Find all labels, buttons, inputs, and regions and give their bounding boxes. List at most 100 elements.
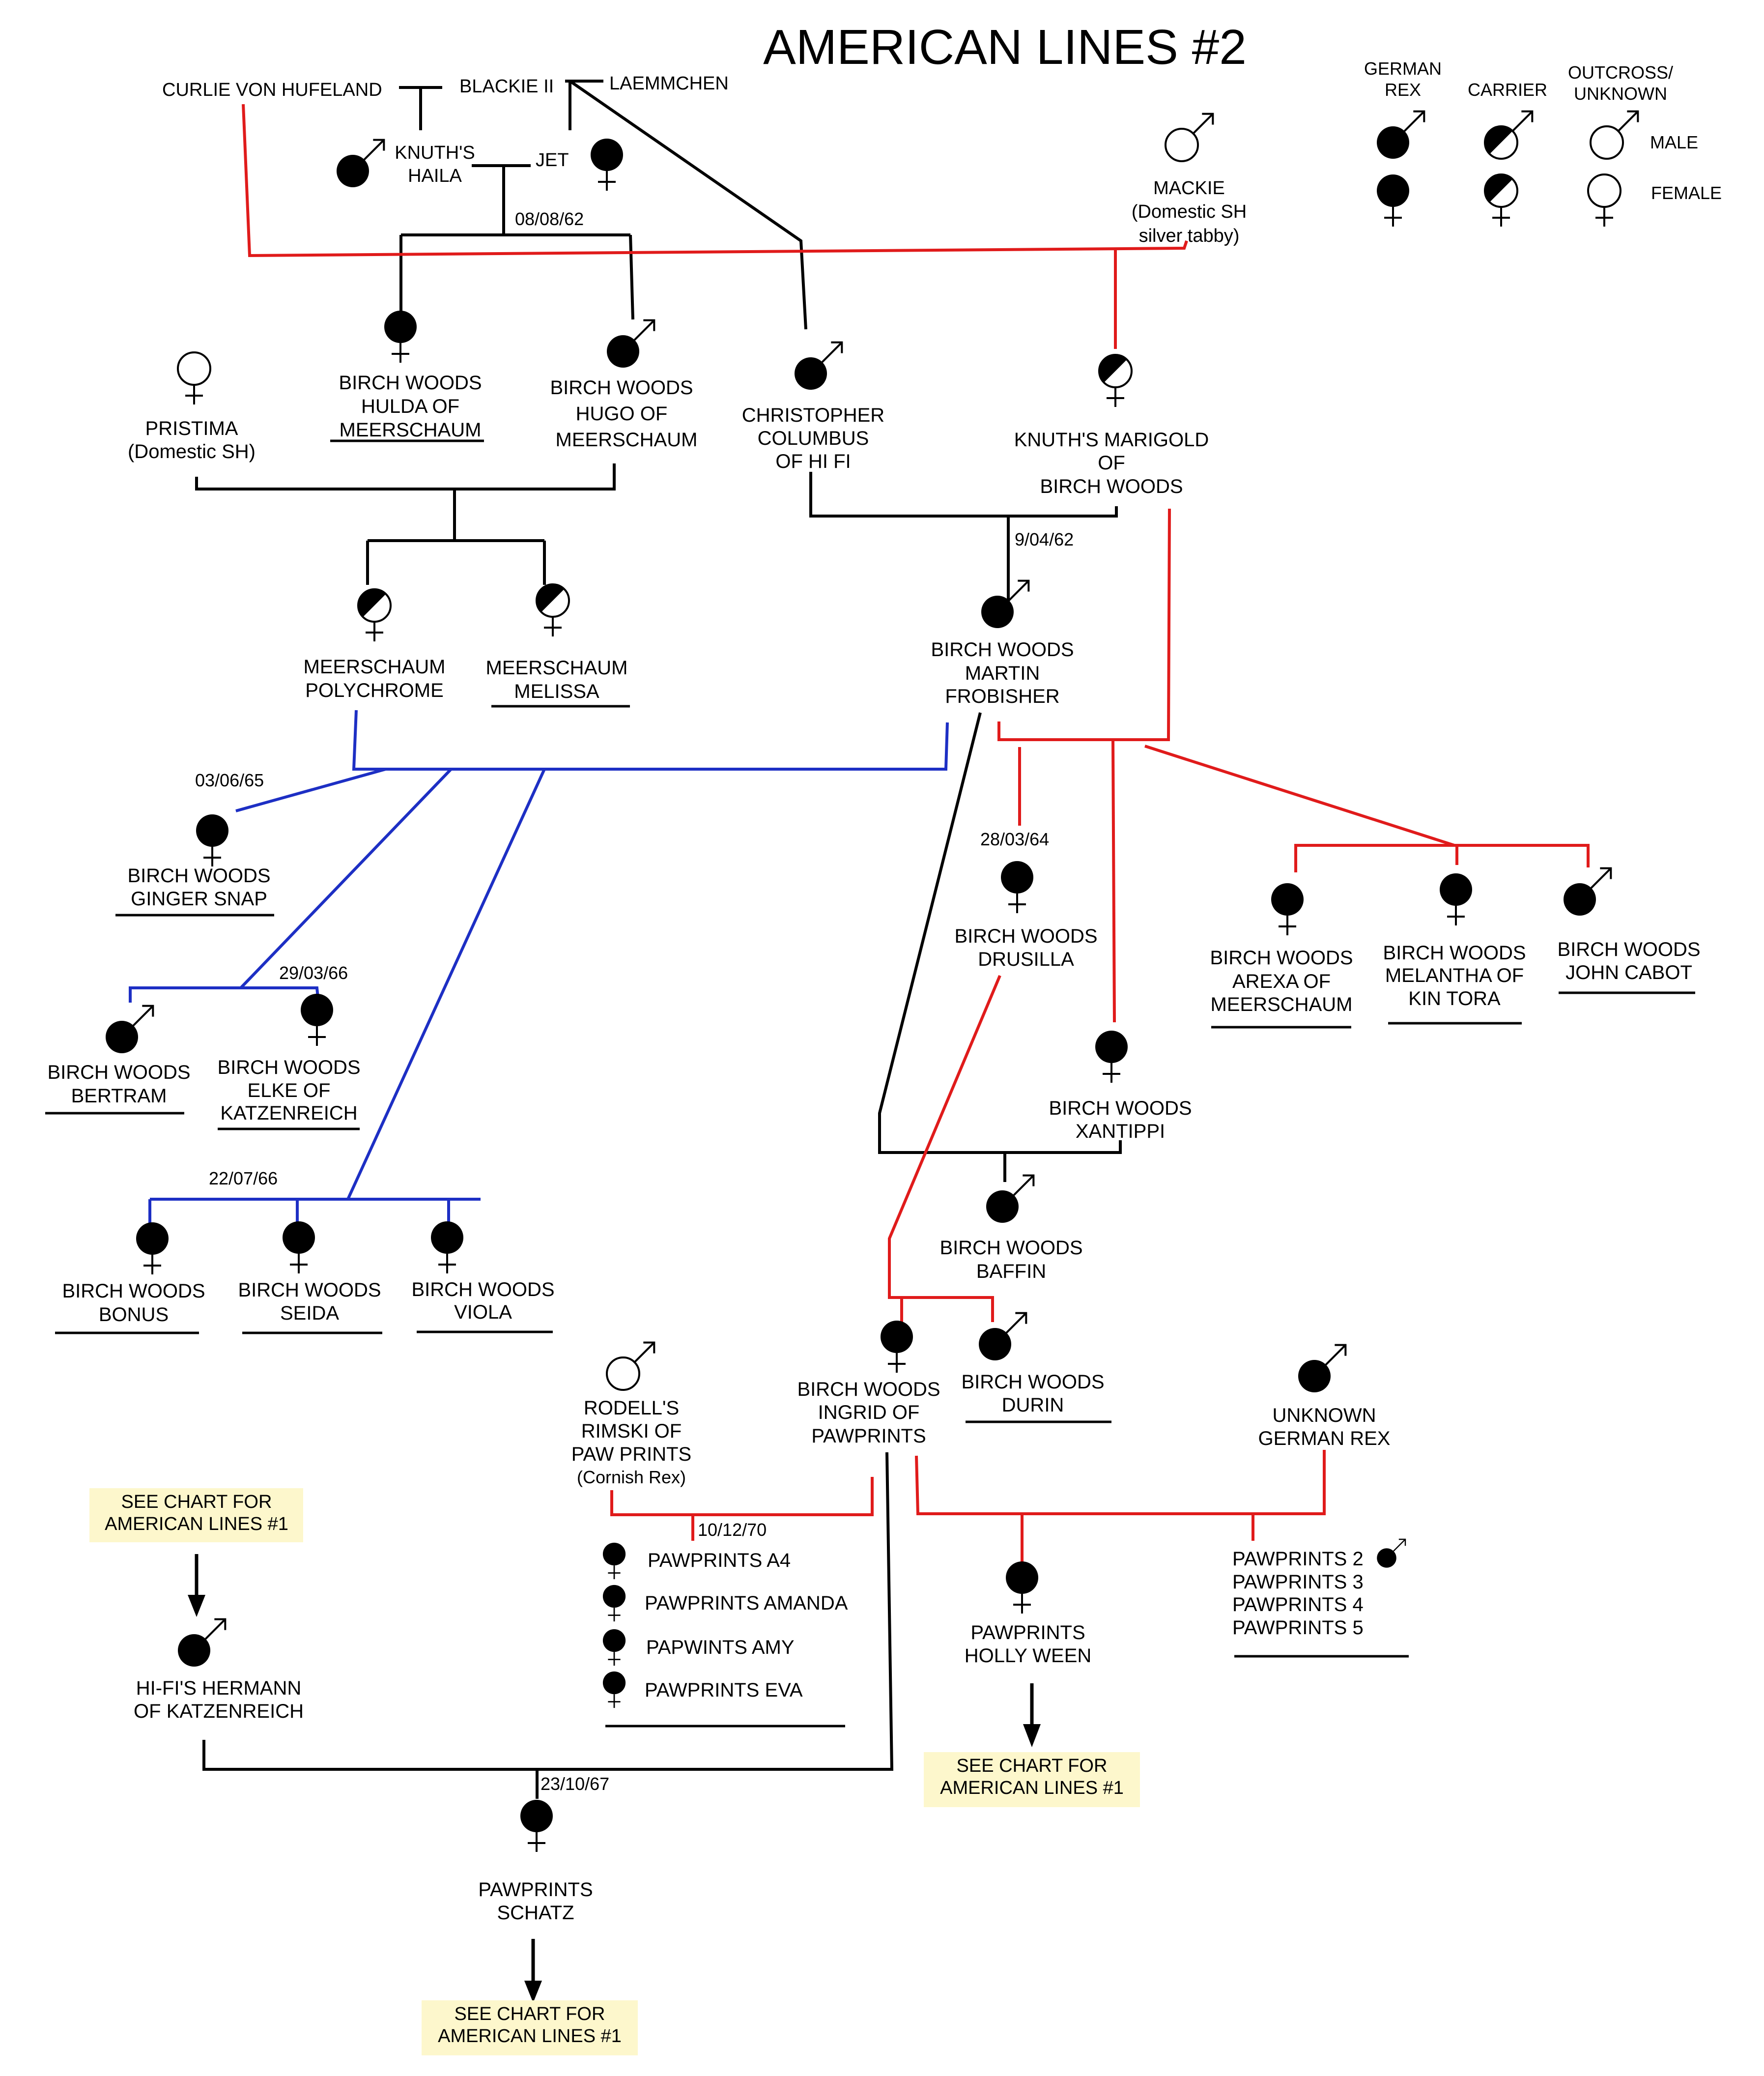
cat-name: RIMSKI OF	[581, 1420, 682, 1442]
cat-name: BONUS	[99, 1304, 169, 1326]
cat-name: BAFFIN	[976, 1261, 1046, 1282]
legend-german-rex-1: GERMAN	[1364, 58, 1442, 79]
cat-name: AREXA OF	[1232, 971, 1331, 992]
cat-name: BIRCH WOODS	[1049, 1097, 1192, 1119]
cat-name: CHRISTOPHER	[742, 404, 884, 426]
cat-name: PAWPRINTS	[970, 1622, 1085, 1644]
cat-name: BLACKIE II	[459, 76, 554, 97]
cat-name: BIRCH WOODS	[1557, 939, 1700, 960]
legend-male: MALE	[1650, 132, 1698, 152]
female-symbol-icon	[1440, 873, 1472, 925]
cat-name: (Domestic SH)	[128, 441, 256, 462]
cat-name: HI-FI'S HERMANN	[136, 1677, 302, 1699]
cat-name: BIRCH WOODS	[797, 1379, 940, 1400]
cat-name: SEIDA	[280, 1302, 339, 1324]
female-symbol-icon	[357, 588, 392, 641]
litter-item: PAWPRINTS 5	[1232, 1617, 1364, 1639]
cat-name: (Domestic SH	[1132, 202, 1247, 222]
female-symbol-icon	[602, 1542, 626, 1580]
male-symbol-icon	[986, 1174, 1035, 1223]
female-symbol-icon	[431, 1221, 463, 1273]
male-symbol-icon	[178, 1618, 227, 1667]
female-symbol-icon	[1095, 1031, 1128, 1083]
male-symbol-icon	[1165, 113, 1214, 162]
litter-date: 29/03/66	[279, 963, 348, 983]
note-line-2: AMERICAN LINES #1	[940, 1778, 1124, 1798]
arrows	[188, 1554, 1041, 2003]
litter-item: PAWPRINTS A4	[648, 1550, 791, 1571]
cat-name: PAW PRINTS	[571, 1443, 691, 1465]
cat-name: GINGER SNAP	[131, 888, 267, 910]
cat-name: BIRCH WOODS	[961, 1371, 1104, 1393]
cat-name: GERMAN REX	[1258, 1428, 1391, 1449]
cat-name: HOLLY WEEN	[965, 1645, 1092, 1667]
note-line-1: SEE CHART FOR	[121, 1492, 272, 1512]
female-symbol-icon	[1271, 883, 1304, 935]
litter-item: PAWPRINTS EVA	[645, 1679, 803, 1701]
cat-name: MEERSCHAUM	[486, 657, 628, 679]
underlines	[45, 439, 1695, 1728]
male-symbol-icon	[795, 341, 843, 390]
cat-name: BIRCH WOODS	[550, 377, 693, 399]
male-symbol-icon	[1377, 110, 1425, 159]
note-line-2: AMERICAN LINES #1	[438, 2026, 622, 2047]
cat-name: KIN TORA	[1408, 988, 1501, 1009]
female-symbol-icon	[881, 1321, 913, 1373]
female-symbol-icon	[177, 351, 211, 404]
cat-name: OF	[1098, 452, 1125, 474]
cat-name: MEERSCHAUM	[556, 429, 698, 451]
cat-name: silver tabby)	[1139, 226, 1240, 246]
chart-title: AMERICAN LINES #2	[763, 20, 1247, 75]
cat-name: XANTIPPI	[1076, 1121, 1165, 1142]
male-symbol-icon	[1298, 1344, 1347, 1392]
legend-outcross-2: UNKNOWN	[1574, 84, 1667, 104]
cat-name: HUGO OF	[576, 403, 668, 425]
red-lines	[242, 104, 1590, 1563]
cat-name: PAWPRINTS	[811, 1425, 926, 1447]
cat-name: BIRCH WOODS	[62, 1280, 205, 1302]
female-symbol-icon	[602, 1585, 626, 1622]
cat-name: HAILA	[408, 166, 462, 186]
cat-name: OF HI FI	[775, 451, 851, 472]
cat-name: BIRCH WOODS	[954, 925, 1097, 947]
black-lines	[195, 80, 1122, 1799]
cat-name: VIOLA	[454, 1301, 512, 1323]
cat-name: PAWPRINTS	[478, 1879, 593, 1901]
cat-name: BIRCH WOODS	[931, 639, 1074, 661]
cat-name: BIRCH WOODS	[47, 1062, 190, 1083]
litter-item: PAWPRINTS 2	[1232, 1548, 1364, 1570]
cat-name: BIRCH WOODS	[411, 1279, 554, 1300]
see-chart-note[interactable]: SEE CHART FOR AMERICAN LINES #1	[422, 2000, 638, 2055]
male-symbol-icon	[106, 1005, 154, 1053]
legend-german-rex-2: REX	[1385, 80, 1421, 100]
female-symbol-icon	[520, 1800, 553, 1852]
female-symbol-icon	[536, 583, 570, 636]
cat-symbols	[106, 110, 1639, 1852]
note-line-1: SEE CHART FOR	[455, 2004, 605, 2024]
male-symbol-icon	[606, 1341, 655, 1391]
cat-name: POLYCHROME	[305, 680, 444, 701]
cat-name: BIRCH WOODS	[127, 865, 270, 887]
cat-name: MEERSCHAUM	[304, 656, 446, 678]
male-symbol-icon	[1484, 110, 1534, 160]
cat-name: BIRCH WOODS	[238, 1279, 381, 1301]
female-symbol-icon	[1587, 173, 1622, 227]
female-symbol-icon	[136, 1222, 169, 1274]
cat-name: FROBISHER	[945, 686, 1059, 707]
litter-item: PAWPRINTS 3	[1232, 1571, 1364, 1593]
male-symbol-icon	[337, 139, 385, 187]
cat-name: JOHN CABOT	[1565, 962, 1692, 983]
male-symbol-icon	[1564, 867, 1612, 916]
see-chart-note[interactable]: SEE CHART FOR AMERICAN LINES #1	[89, 1488, 303, 1542]
female-symbol-icon	[1377, 174, 1409, 227]
female-symbol-icon	[591, 139, 623, 191]
cat-name: JET	[536, 150, 569, 171]
female-symbol-icon	[602, 1629, 626, 1666]
cat-name: (Cornish Rex)	[577, 1467, 686, 1487]
litter-date: 22/07/66	[209, 1168, 278, 1188]
legend-outcross-1: OUTCROSS/	[1568, 62, 1673, 83]
see-chart-note[interactable]: SEE CHART FOR AMERICAN LINES #1	[924, 1752, 1140, 1807]
cat-name: BIRCH WOODS	[1210, 947, 1353, 969]
male-symbol-icon	[981, 579, 1030, 628]
